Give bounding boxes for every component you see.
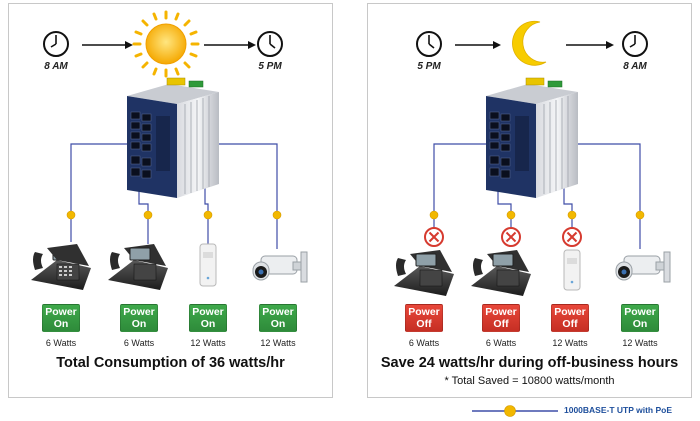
power-status-badge: Power On [120,304,158,332]
wattage-label: 12 Watts [622,338,658,348]
arrow-right-icon [455,41,501,49]
wattage-label: 6 Watts [485,338,517,348]
clock-icon [416,31,442,57]
arrow-right-icon [82,41,133,49]
ip-camera-icon [615,251,671,283]
wattage-label: 12 Watts [190,338,226,348]
ip-phone-icon [31,244,91,290]
arrow-right-icon [204,41,256,49]
legend-label: 1000BASE-T UTP with PoE [564,405,673,415]
cross-circle-icon [424,227,444,247]
wattage-label: 12 Watts [552,338,588,348]
power-status-badge: Power Off [551,304,589,332]
nighttime-scene [394,20,671,296]
power-status-badge: Power On [42,304,80,332]
daytime-panel: 8 AM 5 PM Power On Power On Power On Pow… [8,3,333,398]
poe-badges [66,210,282,220]
clock-icon [622,31,648,57]
daytime-scene [31,10,308,290]
ip-phone-icon [394,250,454,296]
nighttime-panel: 5 PM 8 AM Power Off Power Off Power Off … [367,3,692,398]
wattage-label: 6 Watts [123,338,155,348]
wattage-label: 12 Watts [260,338,296,348]
power-status-badge: Power On [621,304,659,332]
arrow-right-icon [566,41,614,49]
legend-cable-swatch [472,405,558,417]
poe-switch [486,77,578,198]
power-status-badge: Power Off [482,304,520,332]
savings-caption: Save 24 watts/hr during off-business hou… [380,355,679,371]
ip-camera-icon [252,251,308,283]
cross-circle-icon [501,227,521,247]
clock-icon [43,31,69,57]
clock-icon [257,31,283,57]
sun-icon [132,10,200,78]
wattage-label: 6 Watts [408,338,440,348]
moon-icon [512,20,547,66]
access-point-icon [199,243,217,287]
start-time: 5 PM [417,61,441,72]
total-saved-note: * Total Saved = 10800 watts/month [444,375,615,387]
poe-switch [127,77,219,198]
power-status-badge: Power On [189,304,227,332]
ip-phone-icon [108,244,168,290]
end-time: 8 AM [623,61,647,72]
legend: 1000BASE-T UTP with PoE [470,404,695,418]
end-time: 5 PM [258,61,282,72]
wattage-label: 6 Watts [45,338,77,348]
cross-circle-icon [562,227,582,247]
ip-phone-icon [471,250,531,296]
poe-cables [433,143,641,249]
power-status-badge: Power Off [405,304,443,332]
access-point-icon [563,249,581,291]
start-time: 8 AM [44,61,68,72]
poe-badges [429,210,645,220]
consumption-caption: Total Consumption of 36 watts/hr [56,355,285,371]
power-status-badge: Power On [259,304,297,332]
